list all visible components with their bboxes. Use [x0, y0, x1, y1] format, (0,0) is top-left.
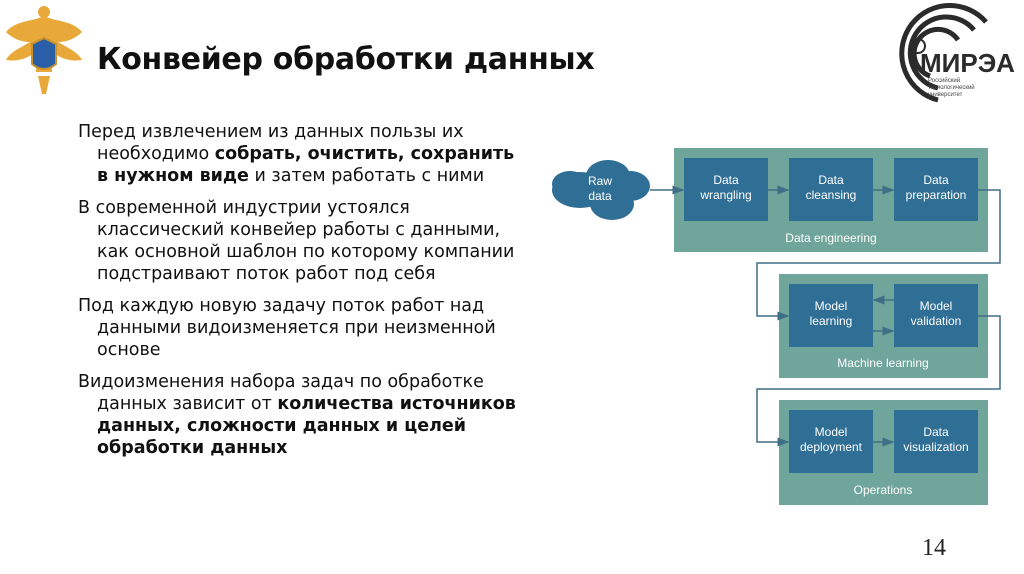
text: Видоизменения набора задач по обработке … — [78, 372, 484, 414]
step-model-deployment — [789, 410, 873, 473]
paragraph-3: Под каждую новую задачу поток работ над … — [78, 295, 518, 361]
step-data-visualization — [894, 410, 978, 473]
ministry-emblem — [6, 6, 82, 94]
connectors — [650, 185, 1001, 447]
step-data-wrangling — [684, 158, 768, 221]
text: Перед извлечением из данных пользы их не… — [78, 122, 464, 164]
bold-text: количества источников данных, сложности … — [97, 394, 516, 458]
svg-text:технологический: технологический — [928, 84, 975, 91]
svg-text:Российский: Российский — [928, 77, 960, 84]
group-label: Operations — [854, 483, 913, 497]
paragraph-4: Видоизменения набора задач по обработке … — [78, 371, 518, 459]
svg-text:университет: университет — [928, 92, 963, 98]
step-model-validation — [894, 284, 978, 347]
paragraph-1: Перед извлечением из данных пользы их не… — [78, 121, 518, 187]
text: и затем работать с ними — [248, 166, 485, 186]
raw-data-cloud — [552, 160, 650, 220]
paragraph-2: В современной индустрии устоялся классич… — [78, 197, 518, 285]
group-label: Machine learning — [837, 356, 928, 370]
text: В современной индустрии устоялся классич… — [78, 198, 515, 284]
body-text: Перед извлечением из данных пользы их не… — [78, 121, 518, 469]
step-data-preparation — [894, 158, 978, 221]
step-model-learning — [789, 284, 873, 347]
svg-text:МИРЭА: МИРЭА — [920, 48, 1015, 78]
bold-text: собрать, очистить, сохранить в нужном ви… — [97, 144, 515, 186]
text: Под каждую новую задачу поток работ над … — [78, 296, 496, 360]
page-title: Конвейер обработки данных — [97, 42, 595, 77]
group-label: Data engineering — [785, 231, 876, 245]
page-number: 14 — [922, 535, 946, 561]
mirea-logo: МИРЭА Российский технологический универс… — [899, 2, 1015, 103]
step-data-cleansing — [789, 158, 873, 221]
